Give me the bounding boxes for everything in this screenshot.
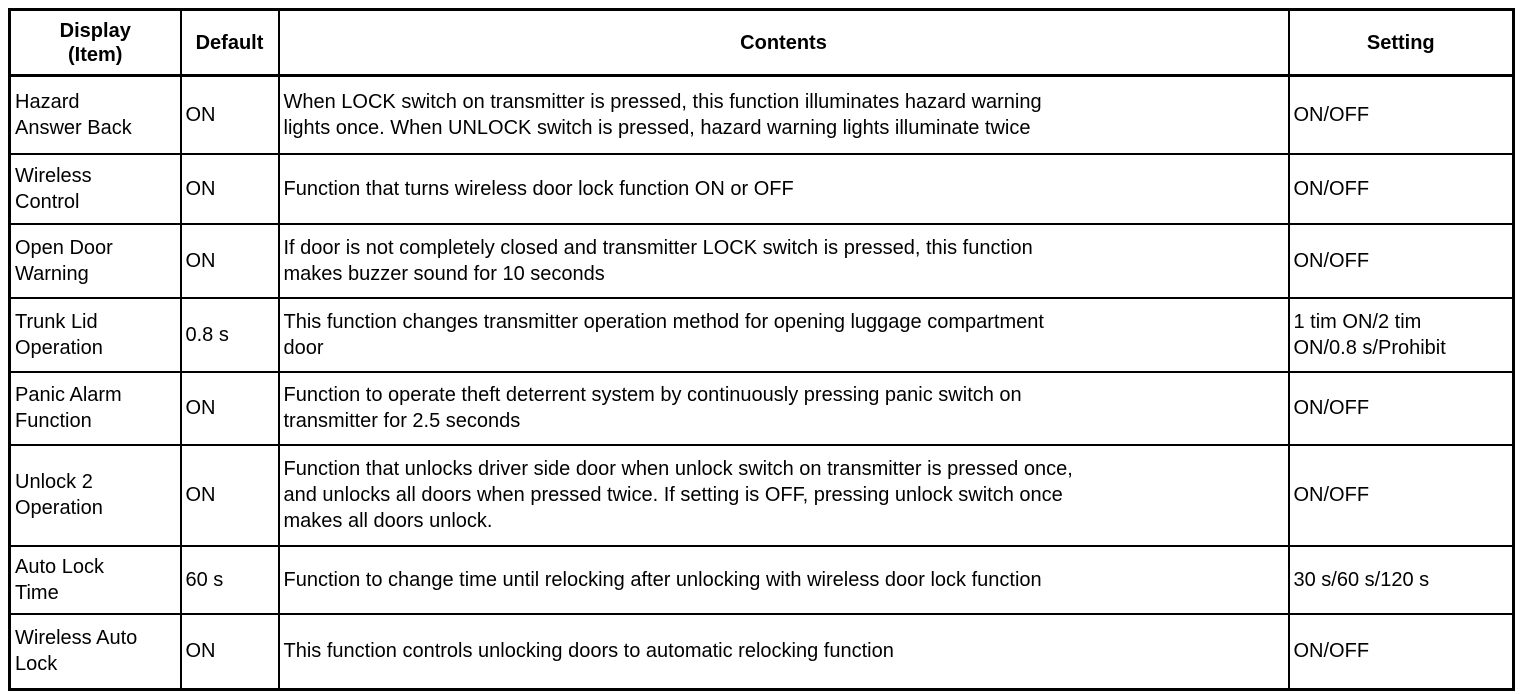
cell-setting: ON/OFF — [1287, 74, 1515, 155]
cell-contents: Function that turns wireless door lock f… — [277, 152, 1290, 225]
cell-display-item: Trunk Lid Operation — [8, 296, 182, 373]
cell-contents: This function changes transmitter operat… — [277, 296, 1290, 373]
cell-setting: ON/OFF — [1287, 222, 1515, 299]
cell-contents: This function controls unlocking doors t… — [277, 612, 1290, 691]
cell-contents: Function that unlocks driver side door w… — [277, 443, 1290, 547]
cell-contents: Function to operate theft deterrent syst… — [277, 370, 1290, 446]
cell-setting: ON/OFF — [1287, 152, 1515, 225]
column-header-setting: Setting — [1287, 8, 1515, 77]
cell-contents: When LOCK switch on transmitter is press… — [277, 74, 1290, 155]
cell-display-item: Wireless Control — [8, 152, 182, 225]
cell-display-item: Hazard Answer Back — [8, 74, 182, 155]
table-body: Hazard Answer Back ON When LOCK switch o… — [8, 74, 1515, 691]
cell-default: 0.8 s — [179, 296, 280, 373]
table-row: Unlock 2 Operation ON Function that unlo… — [8, 443, 1515, 547]
cell-setting: 30 s/60 s/120 s — [1287, 544, 1515, 615]
cell-display-item: Unlock 2 Operation — [8, 443, 182, 547]
table-row: Wireless Auto Lock ON This function cont… — [8, 612, 1515, 691]
cell-default: ON — [179, 443, 280, 547]
table-header-row: Display (Item) Default Contents Setting — [8, 8, 1515, 77]
cell-contents: Function to change time until relocking … — [277, 544, 1290, 615]
table-row: Open Door Warning ON If door is not comp… — [8, 222, 1515, 299]
table-row: Trunk Lid Operation 0.8 s This function … — [8, 296, 1515, 373]
table-row: Wireless Control ON Function that turns … — [8, 152, 1515, 225]
table-row: Panic Alarm Function ON Function to oper… — [8, 370, 1515, 446]
table-row: Auto Lock Time 60 s Function to change t… — [8, 544, 1515, 615]
cell-default: ON — [179, 74, 280, 155]
column-header-contents: Contents — [277, 8, 1290, 77]
column-header-display-item: Display (Item) — [8, 8, 182, 77]
cell-setting: ON/OFF — [1287, 612, 1515, 691]
cell-display-item: Open Door Warning — [8, 222, 182, 299]
cell-display-item: Panic Alarm Function — [8, 370, 182, 446]
cell-display-item: Wireless Auto Lock — [8, 612, 182, 691]
cell-display-item: Auto Lock Time — [8, 544, 182, 615]
cell-default: ON — [179, 152, 280, 225]
cell-setting: ON/OFF — [1287, 370, 1515, 446]
table-row: Hazard Answer Back ON When LOCK switch o… — [8, 74, 1515, 155]
cell-default: ON — [179, 222, 280, 299]
cell-default: ON — [179, 370, 280, 446]
cell-default: 60 s — [179, 544, 280, 615]
wireless-door-lock-settings-table: Display (Item) Default Contents Setting … — [8, 8, 1515, 691]
cell-contents: If door is not completely closed and tra… — [277, 222, 1290, 299]
column-header-default: Default — [179, 8, 280, 77]
cell-default: ON — [179, 612, 280, 691]
cell-setting: ON/OFF — [1287, 443, 1515, 547]
cell-setting: 1 tim ON/2 tim ON/0.8 s/Prohibit — [1287, 296, 1515, 373]
